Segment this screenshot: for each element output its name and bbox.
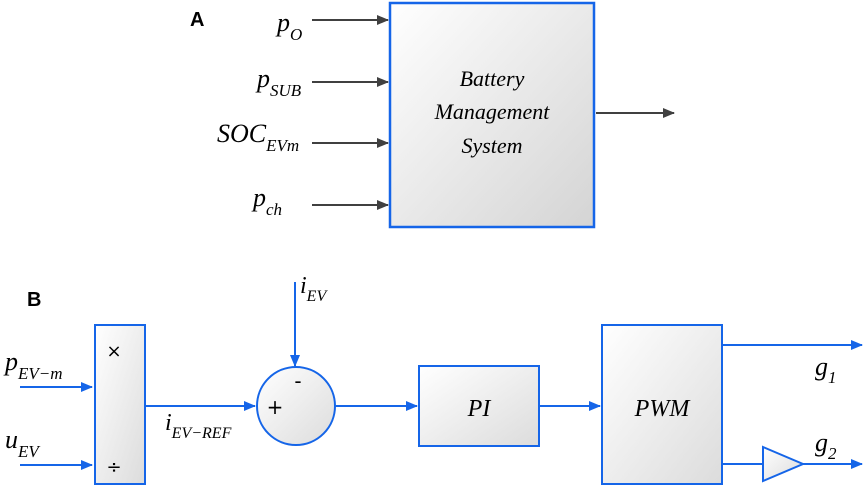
pwm-label: PWM <box>634 396 692 422</box>
divide-symbol: ÷ <box>106 457 121 478</box>
bms-label-line1: Battery <box>460 66 525 91</box>
panel-b-label: B <box>27 289 41 311</box>
pwm-block <box>601 324 723 485</box>
summing-junction <box>256 366 336 446</box>
input-label-soc: SOCEVm <box>217 119 299 155</box>
divide-block <box>94 324 146 485</box>
input-label-po: pO <box>275 8 302 44</box>
input-label-pevm: pEV−m <box>3 347 63 383</box>
label-iev-feedback: iEV <box>300 273 328 305</box>
sum-plus-sign: + <box>267 395 284 419</box>
input-label-pch: pch <box>251 183 282 219</box>
inverter-triangle <box>762 445 806 483</box>
sum-minus-sign: - <box>294 369 301 393</box>
input-label-uev: uEV <box>5 425 41 461</box>
label-g1: g1 <box>815 352 837 387</box>
label-g2: g2 <box>815 428 837 463</box>
panel-a-label: A <box>190 9 204 31</box>
input-label-psub: pSUB <box>255 64 302 100</box>
bms-label-line2: Management <box>434 99 551 124</box>
panel-b: B pEV−m uEV × ÷ iEV−REF iEV + - PI PWM g… <box>3 273 863 485</box>
multiply-symbol: × <box>106 341 121 362</box>
label-iev-ref: iEV−REF <box>165 410 232 442</box>
pi-block <box>418 365 540 447</box>
panel-a: A pO pSUB SOCEVm pch Battery Management … <box>190 1 675 229</box>
bms-label-line3: System <box>461 133 522 158</box>
bms-block <box>388 1 596 229</box>
pi-label: PI <box>467 396 492 422</box>
